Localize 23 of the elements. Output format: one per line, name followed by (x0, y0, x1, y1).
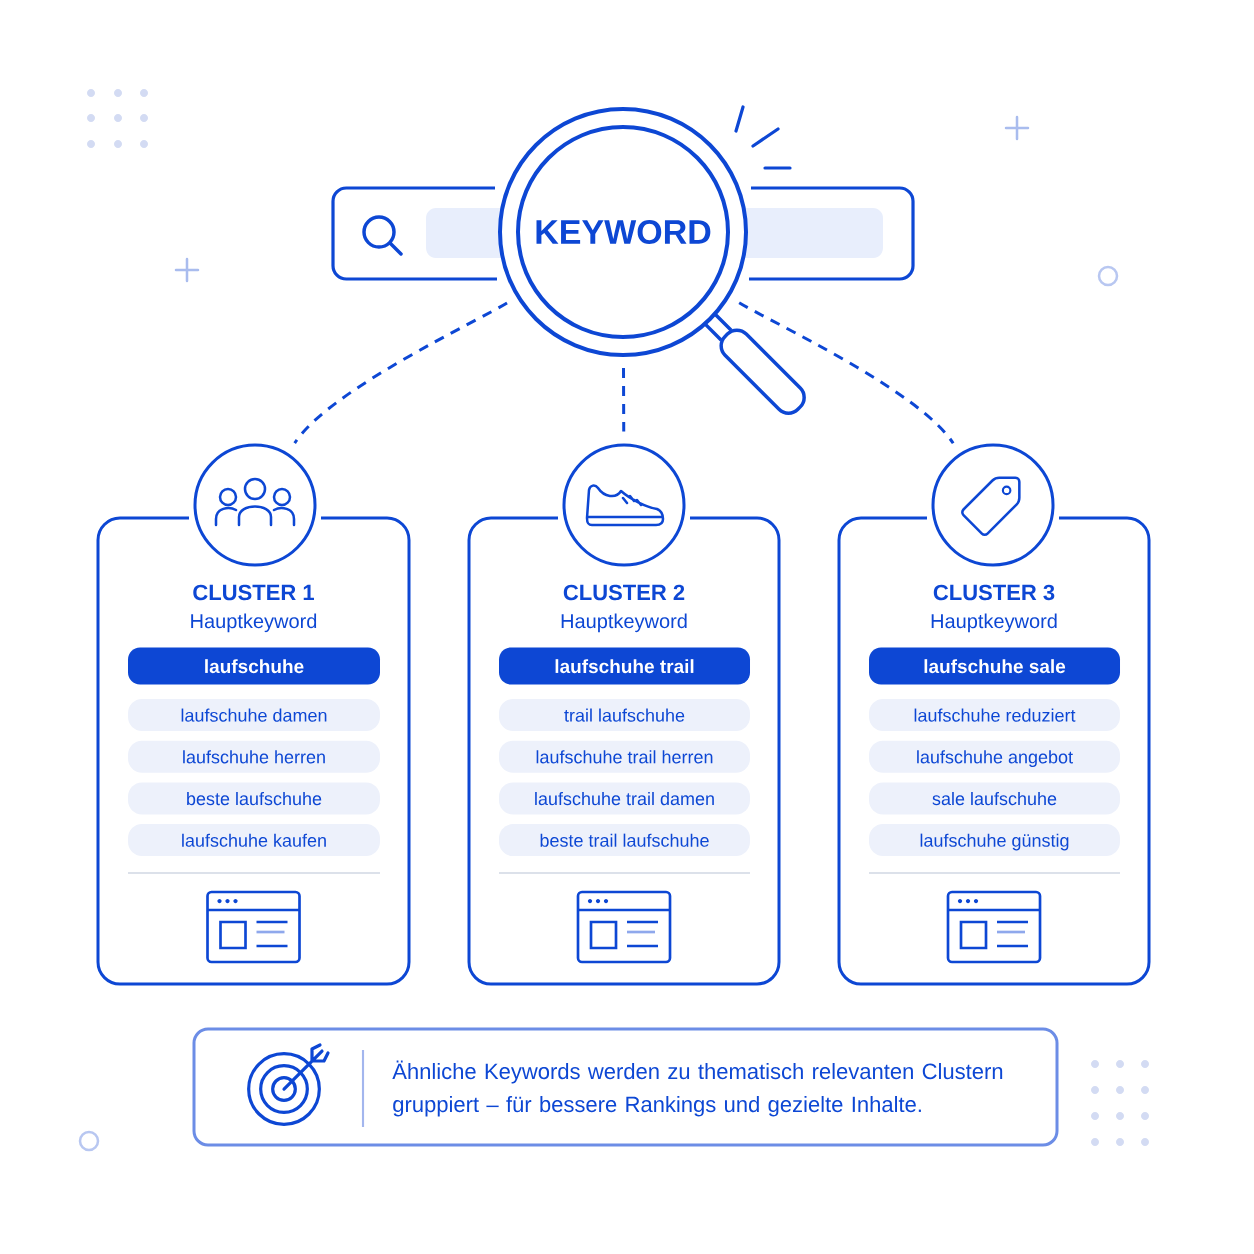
icon-circle (562, 443, 686, 567)
icon-circle (193, 443, 317, 567)
note-box: Ähnliche Keywords werden zu thematisch relevanten Clustern gruppiert – für bessere Rankings und gezielte Inhalte. (192, 1027, 1059, 1147)
keyword-pill: laufschuhe damen (128, 699, 380, 731)
keyword-pill: laufschuhe herren (128, 740, 380, 773)
keyword-pill: trail laufschuhe (499, 699, 750, 731)
keyword-pill: laufschuhe trail damen (499, 782, 750, 815)
keyword-pill: laufschuhe reduziert (869, 699, 1120, 731)
dashed-connector (293, 301, 508, 445)
icon-circle (931, 443, 1055, 567)
keyword-pill: beste laufschuhe (128, 782, 380, 815)
keyword-pill: beste trail laufschuhe (499, 824, 750, 857)
keyword-pill: laufschuhe angebot (869, 740, 1120, 773)
keyword-pill: laufschuhe trail herren (499, 740, 750, 773)
dashed-connector (622, 368, 626, 432)
keyword-pill: sale laufschuhe (869, 782, 1120, 815)
main-keyword-pill: laufschuhe trail (499, 647, 750, 685)
magnifier-lens: KEYWORD (498, 107, 748, 357)
dashed-connector (738, 301, 955, 445)
keyword-pill: laufschuhe kaufen (128, 824, 380, 857)
main-keyword-pill: laufschuhe (128, 647, 380, 685)
keyword-pill: laufschuhe günstig (869, 824, 1120, 857)
main-keyword-pill: laufschuhe sale (869, 647, 1120, 685)
